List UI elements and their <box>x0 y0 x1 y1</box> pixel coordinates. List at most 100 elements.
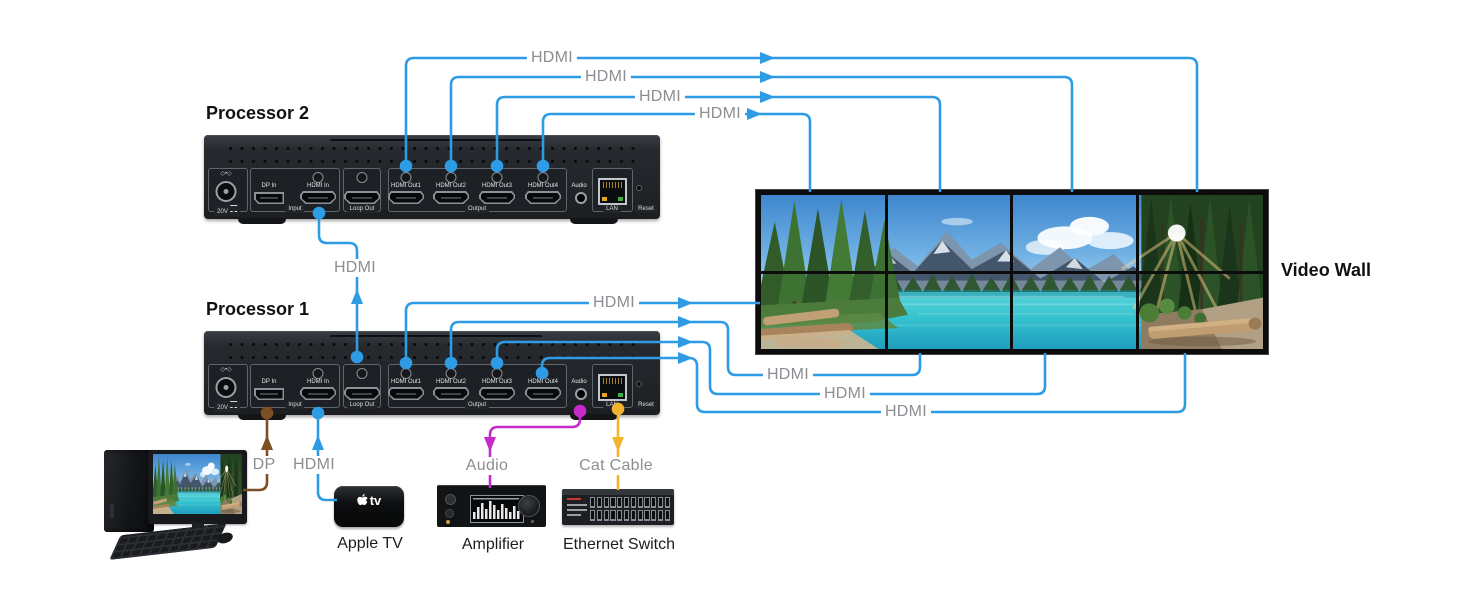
cable-label-dp: DP <box>248 456 280 474</box>
video-wall-title: Video Wall <box>1281 260 1372 280</box>
cable-label-hdmi-p2-3: HDMI <box>634 88 686 106</box>
hdmi-out4-label: HDMI Out4 <box>527 183 559 189</box>
power-polarity-icon: ◇•◇ <box>220 171 232 177</box>
hdmi-in-port <box>300 387 336 400</box>
amplifier-led <box>531 520 534 523</box>
device-foot <box>570 218 618 224</box>
cable-label-hdmi-p2-1: HDMI <box>526 49 578 67</box>
arrow-right <box>678 336 693 348</box>
spectrum-bars <box>473 498 520 519</box>
loop-out-caption: Loop Out <box>346 205 378 213</box>
hdmi-out3-port <box>479 191 515 204</box>
reset-caption: Reset <box>635 401 657 409</box>
hdmi-in-label: HDMI In <box>306 183 330 189</box>
arrow-down <box>612 437 624 452</box>
switch-brand-mark <box>567 498 581 500</box>
processor-1-device: ◇•◇ 20V DP In HDMI In Input Loop Out HDM… <box>204 331 660 420</box>
cable-label-hdmi-src: HDMI <box>288 456 340 474</box>
cable-label-hdmi-p2-2: HDMI <box>580 68 632 86</box>
hdmi-out4-port <box>525 387 561 400</box>
hdmi-out2-port <box>433 191 469 204</box>
processor1-title: Processor 1 <box>206 299 310 319</box>
amplifier-device <box>437 485 546 527</box>
cable-label-hdmi-p2-4: HDMI <box>694 105 746 123</box>
loop-out-screw <box>356 368 368 379</box>
output-caption: Output <box>464 205 490 213</box>
audio-jack <box>575 192 587 204</box>
hdmi-out1-screw <box>400 172 412 183</box>
arrow-right <box>678 352 693 364</box>
dp-in-label: DP In <box>261 379 277 385</box>
reset-hole <box>636 381 642 387</box>
loop-out-caption: Loop Out <box>346 401 378 409</box>
hdmi-out1-port <box>388 387 424 400</box>
lan-led-yellow <box>602 393 607 397</box>
hdmi-out2-port <box>433 387 469 400</box>
arrow-down <box>484 437 496 452</box>
amplifier-jack <box>446 520 450 524</box>
switch-label-line <box>567 504 587 506</box>
cable-label-hdmi-p1-4: HDMI <box>880 403 932 421</box>
hdmi-out1-label: HDMI Out1 <box>390 183 422 189</box>
hdmi-out4-label: HDMI Out4 <box>527 379 559 385</box>
loop-out-screw <box>356 172 368 183</box>
input-caption: Input <box>285 205 305 213</box>
audio-jack <box>575 388 587 400</box>
output-caption: Output <box>464 401 490 409</box>
dp-in-port <box>254 192 284 204</box>
cable-label-cat: Cat Cable <box>575 457 657 475</box>
lan-led-green <box>618 197 623 201</box>
lan-caption: LAN <box>603 205 621 213</box>
input-section <box>250 168 340 212</box>
power-caption: 20V <box>214 205 240 216</box>
pc-tower <box>104 450 154 532</box>
device-foot <box>238 414 286 420</box>
power-section <box>208 168 248 212</box>
power-jack <box>215 377 237 398</box>
input-caption: Input <box>285 401 305 409</box>
cable-label-hdmi-p1-2: HDMI <box>762 366 814 384</box>
arrow-right <box>678 316 693 328</box>
hdmi-out3-label: HDMI Out3 <box>481 183 513 189</box>
input-section <box>250 364 340 408</box>
amplifier-knob-small <box>445 494 456 505</box>
pc-monitor <box>148 450 247 524</box>
lan-port <box>598 178 627 205</box>
dp-in-label: DP In <box>261 183 277 189</box>
processor2-title: Processor 2 <box>206 103 310 123</box>
arrow-right <box>747 108 762 120</box>
vent-holes <box>225 338 639 364</box>
amplifier-display <box>470 495 524 523</box>
hdmi-out2-label: HDMI Out2 <box>435 183 467 189</box>
amplifier-knob-small2 <box>445 509 454 518</box>
apple-tv-logo: tv <box>357 493 382 508</box>
cable-label-audio: Audio <box>461 457 513 475</box>
reset-caption: Reset <box>635 205 657 213</box>
lan-port <box>598 374 627 401</box>
apple-icon <box>357 494 368 506</box>
cable-audio-amp <box>488 411 582 488</box>
audio-label: Audio <box>571 183 587 189</box>
apple-tv-device: tv <box>334 486 404 527</box>
amplifier-volume-knob <box>518 495 540 517</box>
switch-label-line <box>567 509 587 511</box>
audio-label: Audio <box>571 379 587 385</box>
arrow-up <box>261 435 273 450</box>
pc-monitor-screen <box>153 454 242 514</box>
lan-caption: LAN <box>603 401 621 409</box>
hdmi-in-label: HDMI In <box>306 379 330 385</box>
device-top-slot <box>330 139 542 141</box>
processor-2-device: ◇•◇ 20V DP In HDMI In Input Loop Out HDM… <box>204 135 660 224</box>
hdmi-out4-screw <box>537 172 549 183</box>
hdmi-in-screw <box>312 172 324 183</box>
device-top-slot <box>330 335 542 337</box>
dp-in-port <box>254 388 284 400</box>
hdmi-out3-port <box>479 387 515 400</box>
arrow-right <box>760 52 775 64</box>
apple-tv-logo-text: tv <box>369 493 382 508</box>
hdmi-out2-screw <box>445 368 457 379</box>
hdmi-out1-screw <box>400 368 412 379</box>
wall-bezel <box>761 271 1263 274</box>
hdmi-out3-screw <box>491 368 503 379</box>
